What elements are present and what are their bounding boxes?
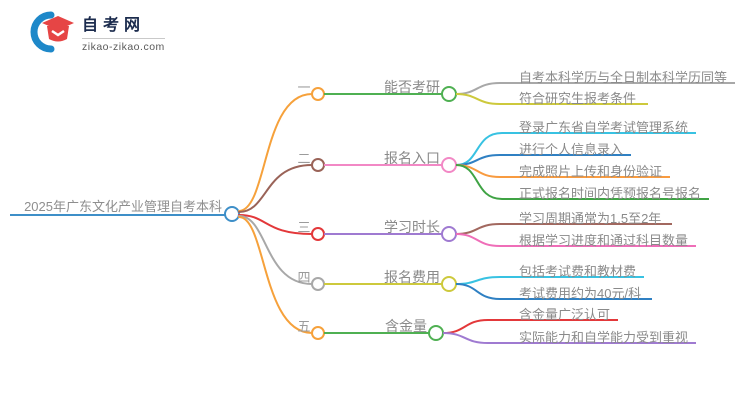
branch-2-leaf-1-label: 登录广东省自学考试管理系统	[519, 120, 689, 135]
branch-2-index-label: 二	[297, 151, 311, 166]
branch-5-topic-label: 含金量	[385, 318, 427, 334]
root-node[interactable]	[224, 206, 240, 222]
branch-2-leaf-4-connector	[455, 164, 709, 200]
branch-5-leaf-1-label: 含金量广泛认可	[519, 307, 611, 322]
branch-2-leaf-2-label: 进行个人信息录入	[519, 142, 624, 157]
logo-crescent	[30, 11, 55, 53]
branch-4-leaf-2-label: 考试费用约为40元/科	[519, 286, 642, 301]
branch-1-topic-label: 能否考研	[384, 79, 440, 95]
branch-3-node[interactable]	[311, 227, 325, 241]
branch-4-index-label: 四	[297, 270, 311, 285]
branch-5-leaf-2-connector	[442, 332, 696, 344]
branch-2-topic-node[interactable]	[441, 157, 457, 173]
root-node-label: 2025年广东文化产业管理自考本科	[24, 199, 222, 214]
logo-domain: zikao-zikao.com	[82, 41, 165, 53]
branch-4-topic-label: 报名费用	[384, 269, 440, 285]
branch-1-curve	[238, 93, 313, 212]
branch-2-leaf-4-label: 正式报名时间内凭预报名号报名	[519, 186, 702, 201]
branch-5-topic-node[interactable]	[428, 325, 444, 341]
branch-2-leaf-3-label: 完成照片上传和身份验证	[519, 164, 663, 179]
branch-3-index-label: 三	[297, 220, 311, 235]
branch-3-leaf-2-label: 根据学习进度和通过科目数量	[519, 233, 689, 248]
branch-3-topic-label: 学习时长	[384, 219, 440, 235]
branch-4-curve	[238, 215, 313, 285]
site-logo[interactable]: 自考网 zikao-zikao.com	[28, 10, 165, 54]
branch-3-leaf-1-label: 学习周期通常为1.5至2年	[519, 211, 662, 226]
branch-2-topic-label: 报名入口	[384, 150, 440, 166]
branch-1-node[interactable]	[311, 87, 325, 101]
branch-5-curve	[238, 216, 313, 334]
branch-2-curve	[238, 164, 313, 213]
branch-1-index-label: 一	[297, 80, 311, 95]
branch-4-leaf-2-connector	[455, 283, 652, 300]
branch-1-leaf-1-label: 自考本科学历与全日制本科学历同等	[519, 70, 728, 85]
logo-title: 自考网	[82, 17, 146, 34]
branch-4-node[interactable]	[311, 277, 325, 291]
logo-text: 自考网 zikao-zikao.com	[82, 11, 165, 53]
branch-1-topic-node[interactable]	[441, 86, 457, 102]
branch-5-leaf-2-label: 实际能力和自学能力受到重视	[519, 330, 689, 345]
branch-2-node[interactable]	[311, 158, 325, 172]
branch-1-leaf-2-connector	[455, 93, 648, 105]
branch-3-curve	[238, 214, 313, 235]
branch-3-topic-node[interactable]	[441, 226, 457, 242]
branch-4-leaf-1-label: 包括考试费和教材费	[519, 264, 637, 279]
branch-4-topic-node[interactable]	[441, 276, 457, 292]
branch-1-leaf-2-label: 符合研究生报考条件	[519, 91, 637, 106]
branch-5-node[interactable]	[311, 326, 325, 340]
cap-chevron	[51, 29, 65, 37]
logo-divider	[82, 38, 165, 39]
branch-3-leaf-2-connector	[455, 233, 696, 247]
graduation-cap-icon	[30, 11, 74, 53]
branch-5-index-label: 五	[297, 319, 311, 334]
